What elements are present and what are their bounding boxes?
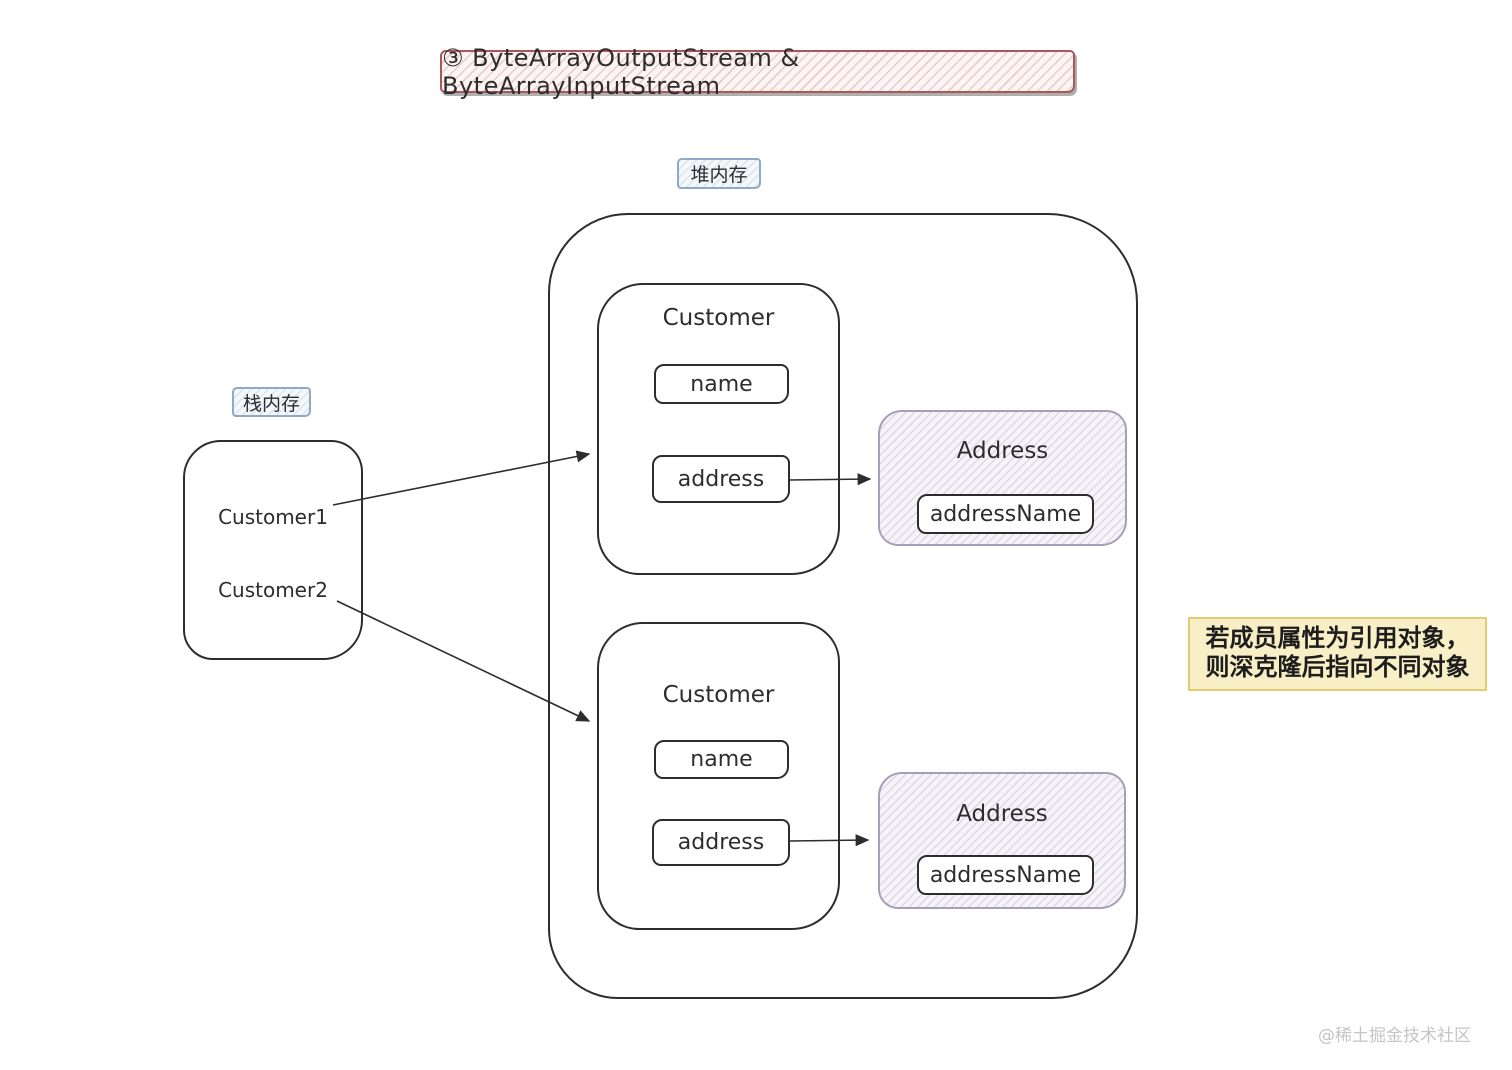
customer-object-1: Customer name address	[597, 283, 840, 575]
heap-memory-label-text: 堆内存	[690, 164, 748, 186]
customer-1-name-label: name	[690, 371, 753, 397]
customer-2-address-field: address	[652, 819, 790, 866]
customer-object-2: Customer name address	[597, 622, 840, 930]
stack-ref-customer2: Customer2	[218, 578, 328, 602]
customer-1-name-field: name	[654, 364, 789, 404]
address-object-1: Address addressName	[878, 410, 1127, 546]
customer-1-address-field: address	[652, 455, 790, 503]
stack-memory-label-text: 栈内存	[242, 392, 300, 415]
watermark-text: @稀土掘金技术社区	[1318, 1026, 1471, 1046]
address-object-2: Address addressName	[878, 772, 1126, 909]
customer-2-name-field: name	[654, 740, 789, 779]
customer-1-title: Customer	[662, 305, 775, 331]
stack-memory-label: 栈内存	[232, 387, 311, 417]
diagram-title-text: ③ ByteArrayOutputStream & ByteArrayInput…	[442, 43, 800, 100]
deep-clone-note-line-2: 则深克隆后指向不同对象	[1205, 653, 1470, 682]
diagram-title: ③ ByteArrayOutputStream & ByteArrayInput…	[440, 44, 1075, 100]
address-1-addressname-field: addressName	[917, 494, 1094, 534]
address-1-addressname-label: addressName	[929, 501, 1082, 527]
deep-clone-note-line-1: 若成员属性为引用对象，	[1205, 624, 1470, 652]
address-2-title: Address	[956, 801, 1048, 827]
address-2-addressname-label: addressName	[929, 862, 1082, 888]
address-2-addressname-field: addressName	[917, 855, 1094, 895]
customer-2-address-label: address	[677, 830, 765, 855]
stack-memory-box: Customer1 Customer2	[183, 440, 363, 660]
customer-2-title: Customer	[662, 682, 775, 708]
deep-clone-note: 若成员属性为引用对象， 则深克隆后指向不同对象	[1188, 617, 1487, 691]
address-1-title: Address	[956, 438, 1049, 464]
customer-1-address-label: address	[677, 466, 765, 492]
stack-ref-customer1: Customer1	[218, 505, 328, 529]
heap-memory-label: 堆内存	[677, 158, 761, 189]
customer-2-name-label: name	[690, 747, 753, 772]
